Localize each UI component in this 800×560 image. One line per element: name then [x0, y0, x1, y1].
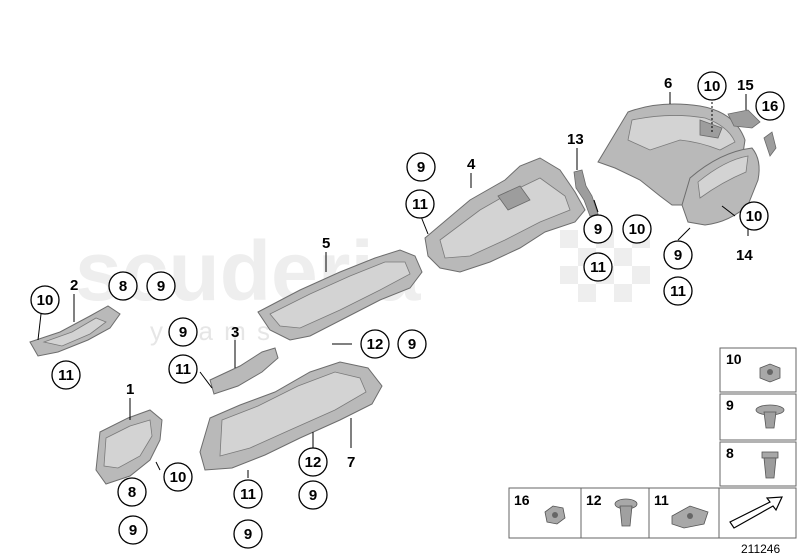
callout-12: 12 [360, 329, 390, 359]
legend-box-12 [580, 487, 650, 539]
callout-10: 10 [697, 71, 727, 101]
callout-9: 9 [663, 240, 693, 270]
legend-num-9: 9 [726, 397, 734, 413]
nut-10-icon [759, 363, 781, 383]
svg-text:11: 11 [670, 283, 686, 300]
label-14: 14 [736, 247, 753, 264]
legend-num-12: 12 [586, 492, 602, 508]
nut-16-icon [544, 505, 566, 525]
callout-12: 12 [298, 447, 328, 477]
callouts: 10 16 9 11 9 10 11 10 9 11 8 9 10 11 9 1… [30, 71, 785, 549]
nut-12-icon [614, 498, 638, 527]
callout-10: 10 [622, 214, 652, 244]
label-15: 15 [737, 77, 754, 94]
legend-num-16: 16 [514, 492, 530, 508]
label-3: 3 [231, 324, 239, 341]
callout-8: 8 [108, 271, 138, 301]
part-16-bracket [763, 131, 777, 157]
callout-10: 10 [163, 462, 193, 492]
part-15-bracket [727, 109, 761, 129]
part-1-heat-shield [95, 409, 163, 485]
svg-text:9: 9 [594, 221, 602, 238]
callout-9: 9 [146, 271, 176, 301]
svg-text:8: 8 [128, 484, 136, 501]
svg-text:11: 11 [590, 259, 606, 276]
legend-num-8: 8 [726, 445, 734, 461]
clip-8-icon [761, 451, 779, 479]
svg-text:10: 10 [170, 469, 187, 486]
label-5: 5 [322, 235, 330, 252]
legend-box-9 [719, 393, 797, 441]
callout-16: 16 [755, 91, 785, 121]
callout-9: 9 [397, 329, 427, 359]
legend-bottom: 16 12 11 [508, 487, 797, 539]
label-1: 1 [126, 381, 134, 398]
svg-text:9: 9 [129, 522, 137, 539]
legend-num-11: 11 [654, 492, 669, 508]
callout-9: 9 [406, 152, 436, 182]
svg-text:9: 9 [244, 526, 252, 543]
legend-num-10: 10 [726, 351, 742, 367]
callout-9: 9 [168, 317, 198, 347]
watermark-checker-flag [560, 230, 650, 302]
callout-11: 11 [233, 479, 263, 509]
callout-9: 9 [118, 515, 148, 545]
callout-11: 11 [663, 276, 693, 306]
callout-9: 9 [233, 519, 263, 549]
nut-9-icon [755, 404, 785, 429]
part-13-bracket [573, 169, 599, 217]
label-6: 6 [664, 75, 672, 92]
legend-box-8 [719, 441, 797, 487]
watermark-sub: y s a m s [150, 316, 272, 346]
part-number-labels: 6 15 13 4 5 2 3 1 7 14 [70, 75, 754, 471]
callout-11: 11 [168, 354, 198, 384]
label-4: 4 [467, 156, 476, 173]
callout-11: 11 [51, 360, 81, 390]
svg-text:9: 9 [157, 278, 165, 295]
leader-lines [37, 92, 749, 478]
svg-text:10: 10 [629, 221, 646, 238]
callout-9: 9 [583, 214, 613, 244]
svg-text:16: 16 [762, 98, 779, 115]
clip-11-icon [671, 505, 709, 529]
callout-11: 11 [405, 189, 435, 219]
svg-text:9: 9 [408, 336, 416, 353]
part-5-heat-shield [257, 249, 423, 341]
svg-text:9: 9 [674, 247, 682, 264]
svg-text:8: 8 [119, 278, 127, 295]
callout-10: 10 [739, 201, 769, 231]
label-13: 13 [567, 131, 584, 148]
part-7-heat-shield [199, 361, 383, 471]
label-2: 2 [70, 277, 78, 294]
label-7: 7 [347, 454, 355, 471]
callout-9: 9 [298, 480, 328, 510]
svg-text:12: 12 [305, 454, 322, 471]
part-4-heat-shield [424, 157, 586, 273]
svg-text:10: 10 [746, 208, 763, 225]
svg-text:11: 11 [240, 486, 256, 503]
svg-text:9: 9 [417, 159, 425, 176]
callout-8: 8 [117, 477, 147, 507]
legend-right: 10 9 8 [719, 347, 797, 487]
part-14-heat-shield [681, 147, 760, 226]
svg-text:10: 10 [37, 292, 54, 309]
legend-box-10 [719, 347, 797, 393]
diagram-id: 211246 [741, 542, 780, 556]
svg-text:9: 9 [309, 487, 317, 504]
svg-text:11: 11 [412, 196, 428, 213]
svg-text:11: 11 [175, 361, 191, 378]
svg-text:11: 11 [58, 367, 74, 384]
orientation-arrow-icon [729, 496, 783, 529]
callout-10: 10 [30, 285, 60, 315]
svg-text:12: 12 [367, 336, 384, 353]
part-3-heat-shield [209, 347, 279, 395]
part-2-heat-shield [29, 305, 121, 357]
callout-11: 11 [583, 252, 613, 282]
svg-text:10: 10 [704, 78, 721, 95]
svg-text:9: 9 [179, 324, 187, 341]
